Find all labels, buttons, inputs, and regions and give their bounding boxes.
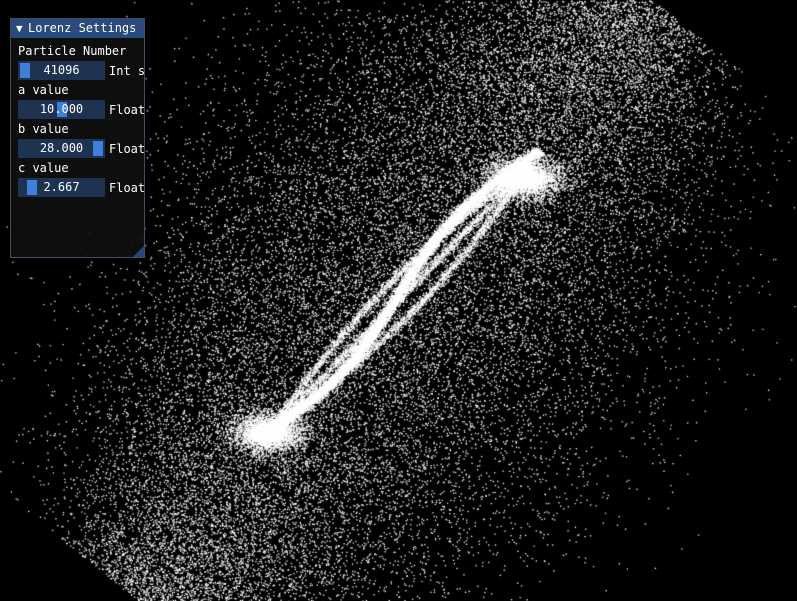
- b-value-slider[interactable]: 28.000: [18, 139, 105, 158]
- slider-value: 28.000: [39, 141, 84, 155]
- slider-grab[interactable]: [20, 63, 30, 78]
- slider-grab[interactable]: [27, 180, 38, 195]
- lorenz-settings-window[interactable]: ▼ Lorenz Settings Particle Number 41096 I…: [10, 18, 145, 258]
- c-value-slider[interactable]: 2.667: [18, 178, 105, 197]
- window-title-bar[interactable]: ▼ Lorenz Settings: [11, 19, 144, 38]
- window-title: Lorenz Settings: [28, 21, 137, 35]
- c-value-label: c value: [18, 161, 69, 175]
- particle-number-slider[interactable]: 41096: [18, 61, 105, 80]
- slider-grab[interactable]: [93, 141, 103, 156]
- slider-type-label: Float: [109, 102, 145, 117]
- b-value-label: b value: [18, 122, 69, 136]
- collapse-triangle-icon[interactable]: ▼: [16, 22, 23, 35]
- slider-value: 10.000: [39, 102, 84, 116]
- slider-value: 2.667: [43, 180, 80, 194]
- slider-value: 41096: [43, 63, 80, 77]
- a-value-label: a value: [18, 83, 69, 97]
- resize-grip-icon[interactable]: [133, 246, 144, 257]
- slider-type-label: Float: [109, 141, 145, 156]
- slider-type-label: Int s: [109, 63, 145, 78]
- slider-type-label: Float: [109, 180, 145, 195]
- slider-grab[interactable]: [56, 102, 67, 117]
- a-value-slider[interactable]: 10.000: [18, 100, 105, 119]
- particle-number-label: Particle Number: [18, 44, 127, 58]
